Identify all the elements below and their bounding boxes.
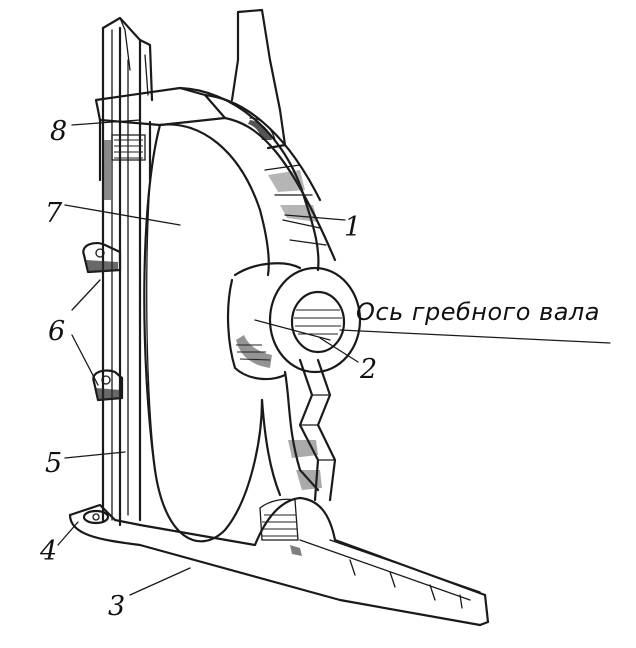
frame-arch [178, 86, 337, 272]
leader-lines [57, 119, 611, 596]
label-5: 5 [45, 448, 62, 479]
upper-tube [230, 8, 287, 150]
label-7: 7 [45, 198, 63, 229]
label-1: 1 [344, 212, 361, 243]
label-6: 6 [48, 316, 65, 347]
sole-piece [68, 496, 490, 627]
shaft-axis-label: Ось гребного вала [356, 298, 600, 326]
label-2: 2 [359, 354, 377, 385]
heel-lug [82, 509, 110, 525]
label-4: 4 [39, 536, 57, 567]
label-3: 3 [108, 591, 125, 622]
lower-arch [260, 358, 337, 502]
label-8: 8 [50, 116, 67, 147]
web-plate [143, 123, 270, 543]
shaft-boss [226, 262, 362, 381]
